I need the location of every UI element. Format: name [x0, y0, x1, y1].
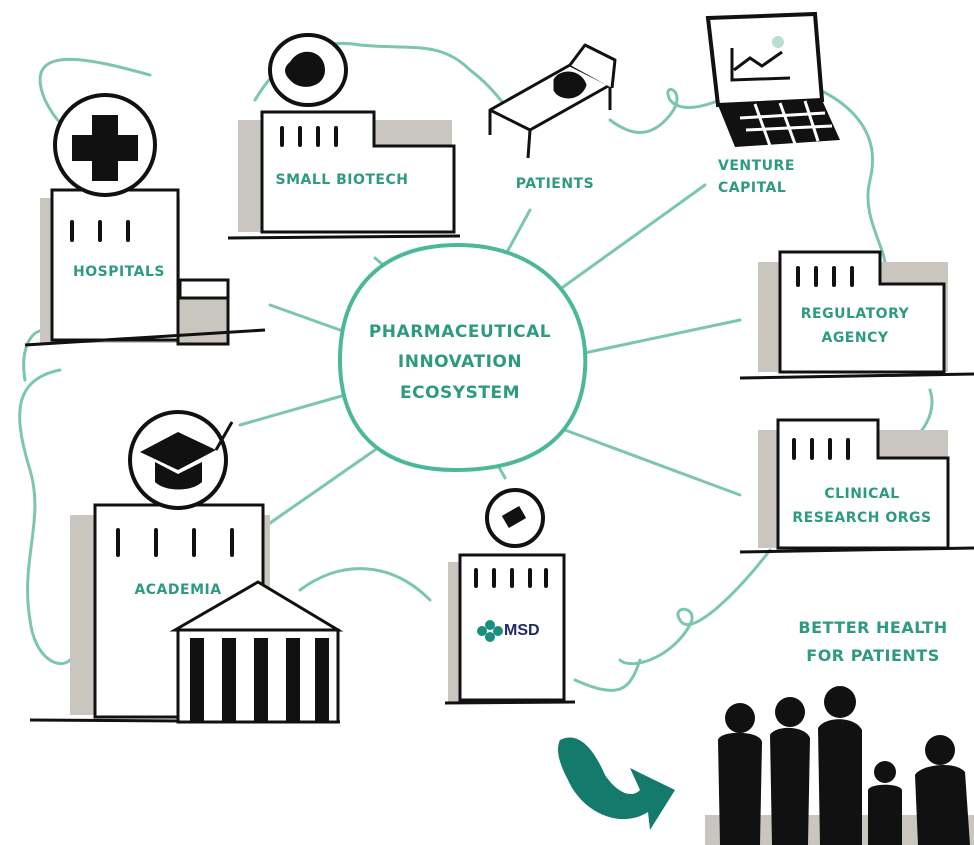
label-academia: ACADEMIA	[134, 582, 222, 598]
center-title: PHARMACEUTICAL INNOVATION ECOSYSTEM	[345, 322, 575, 404]
label-regulatory-agency: REGULATORY AGENCY	[790, 306, 920, 347]
label-venture-capital: VENTURE CAPITAL	[718, 158, 798, 197]
bacteria-icon	[285, 51, 325, 87]
regulatory-agency-building	[739, 250, 974, 380]
hospital-building	[24, 93, 266, 347]
label-hospitals: HOSPITALS	[73, 264, 165, 280]
outcome-text: BETTER HEALTH FOR PATIENTS	[778, 618, 968, 666]
patient-bed	[488, 43, 617, 159]
label-cro: CLINICAL RESEARCH ORGS	[782, 486, 942, 527]
label-regulatory-2: AGENCY	[821, 329, 889, 346]
small-biotech-building	[227, 33, 461, 240]
academia-building	[29, 410, 344, 724]
people-group-icon	[705, 686, 974, 845]
center-circle	[337, 242, 588, 473]
cro-building	[739, 418, 974, 554]
msd-logo-icon	[477, 620, 503, 642]
label-msd: MSD	[504, 622, 540, 639]
company-building	[444, 488, 576, 705]
label-regulatory-1: REGULATORY	[800, 306, 910, 322]
curved-arrow-icon	[557, 737, 675, 830]
label-cro-1: CLINICAL	[824, 486, 900, 502]
label-venture-capital-2: CAPITAL	[718, 179, 787, 196]
patient-icon	[553, 71, 587, 99]
laptop	[705, 11, 840, 147]
center-line-3: ECOSYSTEM	[400, 382, 520, 403]
outcome-line-1: BETTER HEALTH	[798, 618, 948, 637]
label-venture-capital-1: VENTURE	[718, 158, 795, 174]
label-patients: PATIENTS	[515, 176, 595, 192]
medical-cross-icon	[72, 115, 138, 181]
label-small-biotech: SMALL BIOTECH	[275, 172, 409, 188]
graduation-cap-icon	[140, 432, 216, 490]
stock-chart-icon	[730, 48, 791, 82]
center-line-1: PHARMACEUTICAL	[368, 322, 552, 342]
outcome-line-2: FOR PATIENTS	[806, 646, 940, 665]
spokes	[238, 183, 742, 532]
center-line-2: INNOVATION	[397, 352, 523, 373]
label-cro-2: RESEARCH ORGS	[792, 509, 932, 526]
